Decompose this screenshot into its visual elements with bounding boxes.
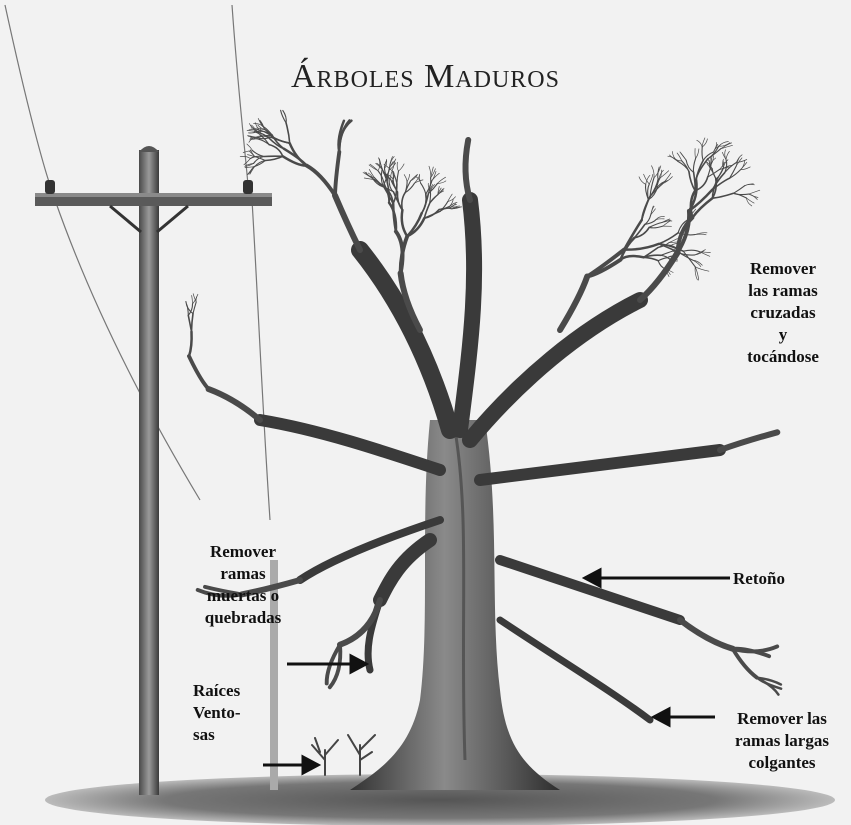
tree-branch [411, 175, 418, 181]
tree-branch [465, 140, 470, 200]
tree-branch [307, 166, 335, 196]
tree-branch [734, 193, 749, 194]
tree-branch [397, 162, 398, 171]
tree-branch [286, 123, 290, 143]
label-crossing-branches: Remover las ramas cruzadas y tocándose [738, 258, 828, 368]
arrow-sprout [585, 570, 730, 586]
tree-branch [661, 251, 673, 255]
tree-branch [560, 277, 587, 331]
tree-branch [189, 332, 192, 357]
tree-branch [680, 620, 733, 649]
tree-branch [407, 174, 409, 181]
tree-branch [695, 267, 709, 271]
tree-branch [621, 256, 644, 260]
page-title: Árboles Maduros [0, 58, 851, 96]
tree-branch [720, 432, 777, 450]
tree-branch [677, 153, 682, 161]
tree-branch [730, 169, 741, 178]
tree-branch [644, 257, 659, 260]
tree-branch [369, 165, 378, 171]
tree-branch [639, 177, 646, 185]
tree-branch [335, 195, 360, 250]
tree-branch [746, 198, 754, 203]
arrow-hanging-branches [654, 709, 715, 725]
tree-branch [244, 159, 251, 165]
tree-branch [431, 169, 436, 178]
tree-branch [697, 140, 702, 147]
tree-branch [397, 171, 399, 184]
tree-branch [746, 198, 751, 206]
tree-branch [389, 203, 396, 232]
tree-branch [734, 186, 745, 194]
tree-branch [247, 144, 253, 151]
tree-branch [402, 210, 407, 236]
tree-branch [696, 160, 703, 179]
tree-branch [429, 166, 431, 178]
tree-branch [402, 193, 405, 211]
label-dead-branches: Remover ramas muertas o quebradas [188, 541, 298, 629]
tree-branch [587, 260, 620, 277]
label-water-sprouts: Raíces Vento- sas [193, 680, 241, 746]
tree-branch [645, 219, 657, 224]
tree-branch [363, 173, 371, 178]
tree-branch [695, 149, 696, 159]
tree-branch [253, 151, 264, 157]
tree-branch [693, 158, 695, 172]
tree-branch [440, 202, 448, 212]
tree-branch [702, 147, 703, 160]
tree-branch [196, 294, 198, 302]
label-hanging-branches: Remover las ramas largas colgantes [718, 708, 846, 774]
root-suckers [312, 735, 375, 775]
tree-branch [658, 258, 667, 261]
tree-branch [209, 389, 260, 420]
tree-branch [421, 183, 426, 194]
tree-branch [391, 172, 392, 181]
tree-branch [726, 151, 729, 159]
arrow-dead-branch [287, 656, 366, 672]
tree-branch [722, 152, 726, 159]
tree-branch [335, 152, 339, 195]
tree-branch [192, 314, 194, 332]
tree-branch [249, 124, 256, 132]
tree-branch [686, 160, 693, 172]
label-sprout: Retoño [733, 568, 785, 590]
tree-branch [749, 190, 760, 194]
tree-branch [713, 193, 734, 198]
tree-branch [189, 356, 209, 389]
tree-branch [696, 149, 699, 159]
tree-branch [656, 219, 664, 220]
tree-branch [404, 175, 407, 182]
tree-branch [683, 250, 699, 252]
tree-branch [430, 192, 431, 204]
tree-branch [193, 302, 196, 314]
tree-branch [399, 164, 405, 171]
tree-branch [192, 296, 193, 305]
